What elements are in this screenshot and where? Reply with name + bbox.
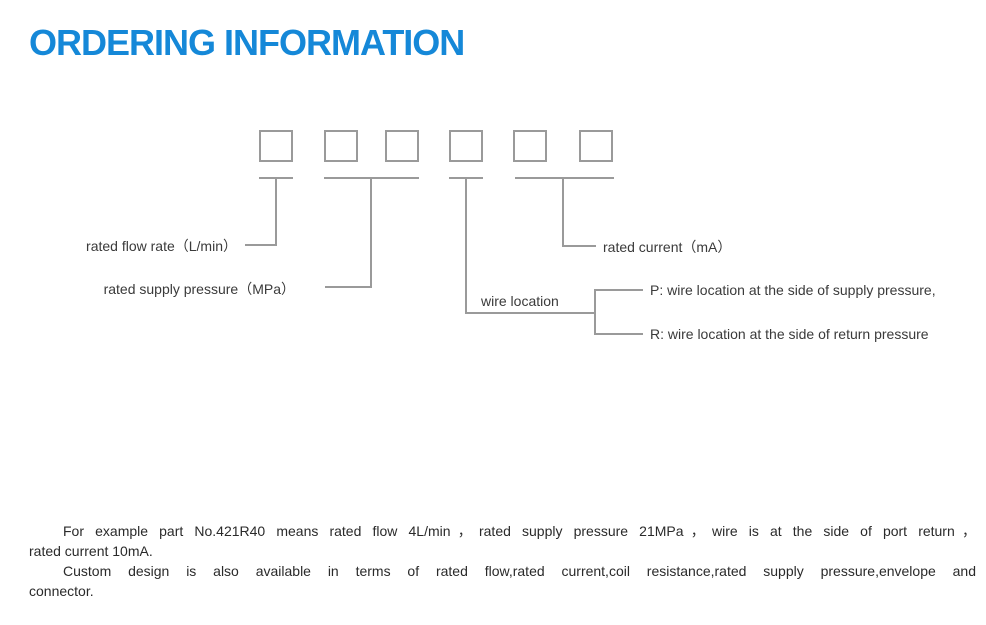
part-digit-box-3 — [385, 130, 419, 162]
stem-flow — [275, 177, 277, 246]
stem-current — [562, 177, 564, 247]
custom-design-line-1: Custom design is also available in terms… — [63, 563, 976, 579]
branch-wire-r — [594, 333, 643, 335]
label-rated-flow-rate: rated flow rate（L/min） — [86, 238, 237, 254]
label-wire-location-r: R: wire location at the side of return p… — [650, 326, 929, 342]
page-title: ORDERING INFORMATION — [29, 22, 465, 63]
connector-current — [562, 245, 596, 247]
part-digit-box-5 — [513, 130, 547, 162]
label-rated-current: rated current（mA） — [603, 239, 732, 255]
underline-current — [515, 177, 614, 179]
stem-pressure — [370, 177, 372, 288]
label-wire-location-p: P: wire location at the side of supply p… — [650, 282, 936, 298]
connector-flow — [245, 244, 277, 246]
custom-design-line-2: connector. — [29, 583, 94, 599]
branch-wire-p — [594, 289, 643, 291]
part-digit-box-1 — [259, 130, 293, 162]
example-line-1: For example part No.421R40 means rated f… — [63, 523, 976, 539]
label-rated-supply-pressure: rated supply pressure（MPa） — [103, 281, 295, 297]
label-wire-location: wire location — [481, 293, 559, 309]
example-line-2: rated current 10mA. — [29, 543, 153, 559]
connector-pressure — [325, 286, 372, 288]
bracket-wire-options — [594, 289, 596, 335]
part-digit-box-6 — [579, 130, 613, 162]
stem-wire-location — [465, 177, 467, 314]
part-digit-box-4 — [449, 130, 483, 162]
connector-wire-location — [465, 312, 596, 314]
example-paragraphs: For example part No.421R40 means rated f… — [29, 521, 976, 601]
part-digit-box-2 — [324, 130, 358, 162]
